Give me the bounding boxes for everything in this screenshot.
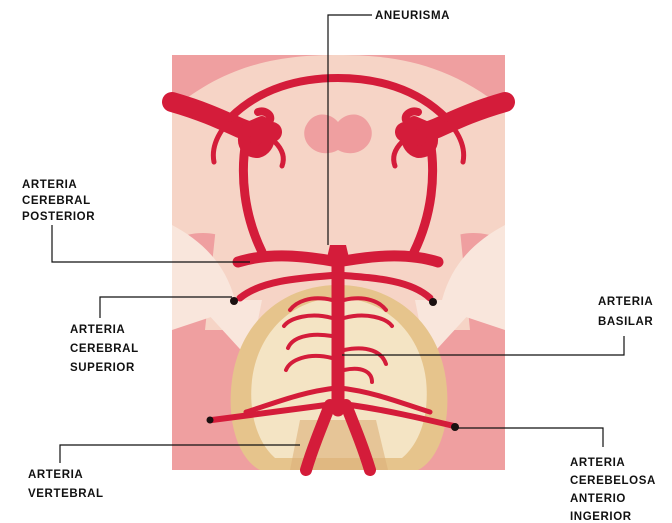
label-posterior: ARTERIA CEREBRAL POSTERIOR (22, 179, 95, 223)
aneurysm (326, 245, 350, 262)
artery-end-superior-right (429, 298, 437, 306)
artery-end-pica-left (207, 417, 214, 424)
label-cerebelosa: ARTERIA CEREBELOSA ANTERIO INGERIOR (570, 457, 659, 523)
label-superior: ARTERIA CEREBRAL SUPERIOR (70, 324, 142, 374)
artery-end-pica-right (451, 423, 459, 431)
label-vertebral: ARTERIA VERTEBRAL (28, 469, 104, 500)
label-basilar: ARTERIA BASILAR (598, 296, 657, 328)
artery-end-superior-left (230, 297, 238, 305)
label-aneurisma: ANEURISMA (375, 10, 450, 22)
